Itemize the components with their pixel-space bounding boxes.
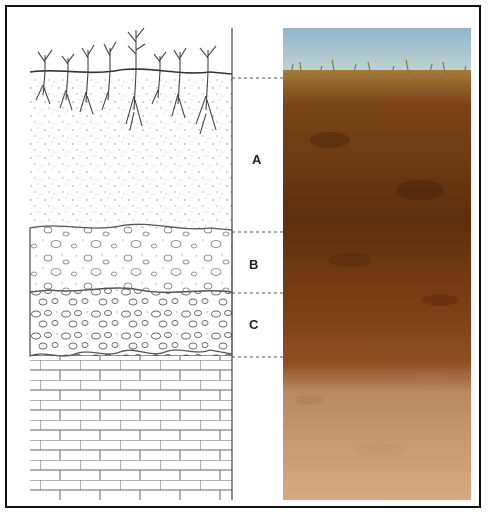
horizon-a-sketch bbox=[30, 78, 232, 228]
horizon-label-c: C bbox=[249, 318, 258, 331]
horizon-b-sketch bbox=[30, 224, 232, 292]
soil-column bbox=[283, 70, 471, 500]
ground-surface bbox=[30, 69, 232, 74]
horizon-label-b: B bbox=[249, 258, 258, 271]
bedrock-sketch bbox=[30, 356, 232, 500]
horizon-label-a: A bbox=[252, 153, 261, 166]
soil-photo bbox=[283, 28, 471, 500]
sketch-profile bbox=[30, 28, 232, 500]
horizon-c-sketch bbox=[30, 288, 232, 356]
